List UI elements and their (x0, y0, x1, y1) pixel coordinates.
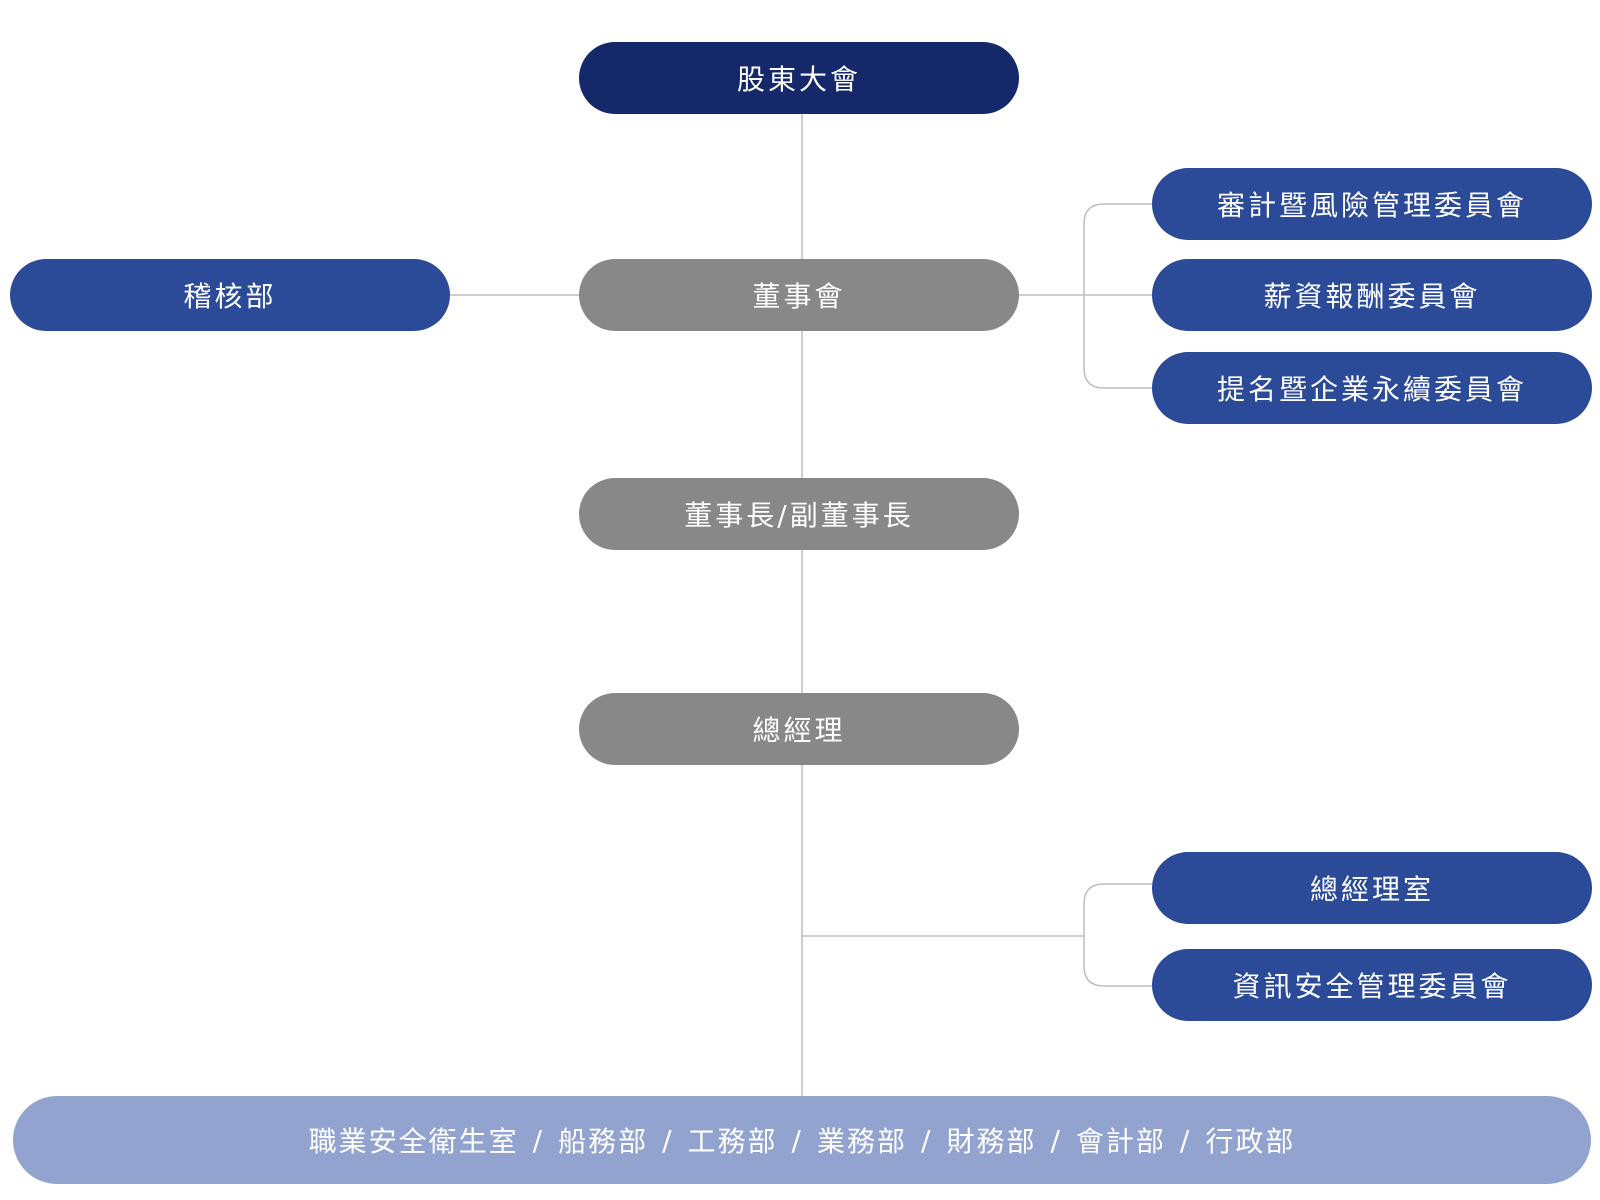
nomination-sustainability-committee-label: 提名暨企業永續委員會 (1216, 373, 1527, 406)
department-separator: / (791, 1123, 803, 1157)
infosec-committee-label: 資訊安全管理委員會 (1232, 970, 1512, 1003)
department-separator: / (1179, 1123, 1192, 1157)
compensation-committee-node: 薪資報酬委員會 (1152, 259, 1592, 331)
audit-department-node: 稽核部 (10, 259, 450, 331)
audit-department-label: 稽核部 (183, 280, 277, 313)
department-item: 工務部 (687, 1125, 778, 1158)
department-item: 職業安全衛生室 (308, 1125, 519, 1158)
department-item: 行政部 (1205, 1125, 1296, 1158)
compensation-committee-label: 薪資報酬委員會 (1263, 280, 1481, 313)
department-separator: / (1050, 1123, 1062, 1157)
department-item: 業務部 (816, 1125, 907, 1158)
department-separator: / (662, 1123, 674, 1157)
department-item: 船務部 (558, 1125, 649, 1158)
audit-risk-committee-label: 審計暨風險管理委員會 (1216, 189, 1527, 222)
nomination-sustainability-committee-node: 提名暨企業永續委員會 (1152, 352, 1592, 424)
shareholders-meeting-node: 股東大會 (579, 42, 1019, 114)
chairman-label: 董事長/副董事長 (684, 499, 914, 532)
gm-office-label: 總經理室 (1309, 873, 1434, 906)
department-item: 會計部 (1075, 1125, 1166, 1158)
board-label: 董事會 (752, 280, 846, 313)
department-separator: / (532, 1123, 545, 1157)
gm-office-bracket (1083, 883, 1152, 987)
general-manager-label: 總經理 (752, 714, 846, 747)
department-item: 財務部 (946, 1125, 1037, 1158)
audit-risk-committee-node: 審計暨風險管理委員會 (1152, 168, 1592, 240)
chairman-node: 董事長/副董事長 (579, 478, 1019, 550)
committee-bracket (1083, 203, 1152, 389)
general-manager-node: 總經理 (579, 693, 1019, 765)
infosec-committee-node: 資訊安全管理委員會 (1152, 949, 1592, 1021)
shareholders-label: 股東大會 (736, 63, 861, 96)
department-separator: / (921, 1123, 933, 1157)
departments-bar: 職業安全衛生室 / 船務部 / 工務部 / 業務部 / 財務部 / 會計部 / … (13, 1096, 1591, 1184)
board-of-directors-node: 董事會 (579, 259, 1019, 331)
gm-office-node: 總經理室 (1152, 852, 1592, 924)
